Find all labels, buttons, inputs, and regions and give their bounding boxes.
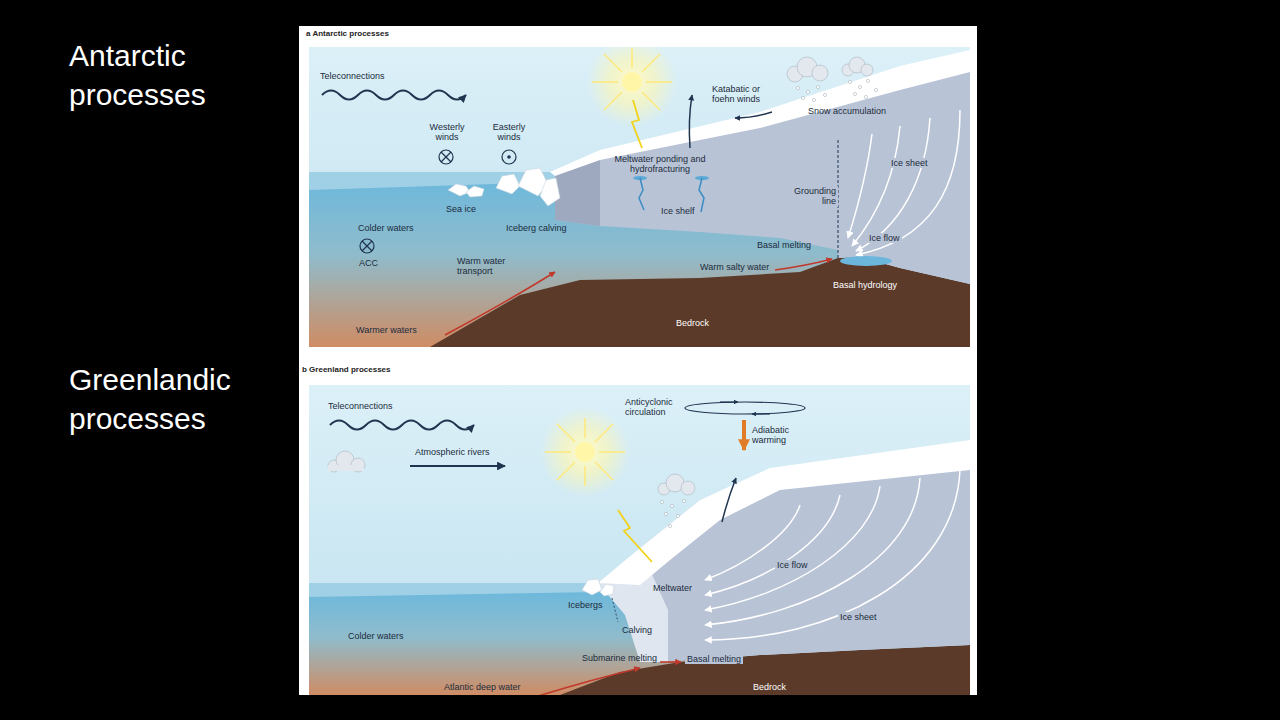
process-label: Iceberg calving bbox=[506, 223, 567, 233]
sun bbox=[587, 47, 677, 127]
basal-water bbox=[840, 256, 892, 266]
iceberg bbox=[496, 174, 520, 194]
process-label: Submarine melting bbox=[582, 653, 657, 663]
cloud bbox=[328, 451, 365, 472]
ice-flow-line bbox=[705, 478, 920, 625]
sun-glow bbox=[587, 47, 677, 127]
process-label: Meltwater ponding and hydrofracturing bbox=[612, 154, 708, 175]
ice-flow-line bbox=[856, 110, 960, 255]
adiabatic-arrow bbox=[742, 420, 746, 450]
bedrock-label: Bedrock bbox=[676, 318, 709, 328]
water-label: Colder waters bbox=[348, 631, 404, 641]
sun-disc bbox=[575, 442, 595, 462]
process-label: Katabatic or foehn winds bbox=[712, 84, 774, 105]
part-label: Grounding line bbox=[784, 186, 838, 207]
process-label: Snow accumulation bbox=[808, 106, 886, 116]
water-label: Colder waters bbox=[358, 223, 414, 233]
ocean-surface bbox=[309, 583, 600, 597]
teleconnection-wave bbox=[330, 421, 474, 430]
anticyclone-loop bbox=[685, 402, 805, 414]
process-label: Calving bbox=[622, 625, 652, 635]
water-label: Atlantic deep water bbox=[444, 682, 521, 692]
panel-title: a Antarctic processes bbox=[306, 29, 389, 38]
katabatic-arrow bbox=[735, 112, 772, 118]
cloud bbox=[787, 57, 873, 82]
process-label: Atmospheric rivers bbox=[415, 447, 490, 457]
current-label: ACC bbox=[359, 258, 378, 268]
sun-rays bbox=[545, 418, 625, 486]
ice-flow-line bbox=[705, 470, 960, 640]
snowfall bbox=[660, 499, 685, 527]
anticyclone-arrow bbox=[752, 413, 770, 414]
sky bbox=[309, 385, 970, 695]
process-label: Easterly winds bbox=[486, 122, 532, 143]
slide-heading: Antarctic processes bbox=[69, 36, 281, 114]
hydrofracture bbox=[639, 178, 644, 210]
upward-air-arrow bbox=[689, 95, 692, 148]
radiation-bolt bbox=[618, 510, 652, 562]
process-label: Anticyclonic circulation bbox=[625, 397, 681, 418]
sea-ice bbox=[466, 186, 484, 197]
cloud bbox=[658, 474, 695, 495]
part-label: Ice shelf bbox=[661, 206, 695, 216]
figure-panel bbox=[299, 26, 977, 695]
process-label: Teleconnections bbox=[320, 71, 385, 81]
part-label: Sea ice bbox=[446, 204, 476, 214]
atmospheric-river-arrow bbox=[410, 465, 505, 467]
process-label: Ice flow bbox=[775, 560, 810, 570]
ice-flow-line bbox=[856, 118, 930, 251]
process-label: Basal melting bbox=[757, 240, 811, 250]
bedrock-label: Bedrock bbox=[753, 682, 786, 692]
ice-flow-line bbox=[852, 126, 900, 246]
anticyclone-arrow bbox=[720, 401, 738, 402]
process-label: Basal hydrology bbox=[833, 280, 897, 290]
iceberg bbox=[600, 584, 614, 596]
sun bbox=[540, 407, 630, 497]
ice-flow-line bbox=[848, 134, 872, 238]
hydrofracture bbox=[699, 178, 704, 212]
process-label: Teleconnections bbox=[328, 401, 393, 411]
westerly-symbol bbox=[439, 150, 453, 164]
acc-symbol bbox=[360, 239, 374, 253]
warm-water-arrow bbox=[445, 272, 555, 335]
sea-ice bbox=[448, 184, 470, 196]
process-label: Warm water transport bbox=[457, 256, 517, 277]
iceberg bbox=[582, 579, 602, 595]
process-label: Ice flow bbox=[867, 233, 902, 243]
sun-rays bbox=[592, 48, 672, 110]
water-label: Warm salty water bbox=[700, 262, 769, 272]
deep-water-arrow bbox=[535, 668, 640, 695]
bedrock bbox=[430, 257, 970, 347]
greenland-panel bbox=[309, 385, 970, 695]
part-label: Ice sheet bbox=[889, 158, 930, 168]
slide-heading: Greenlandic processes bbox=[69, 360, 281, 438]
teleconnection-wave bbox=[322, 91, 466, 100]
process-label: Adiabatic warming bbox=[752, 425, 798, 446]
submarine-melt-arrow bbox=[660, 661, 681, 663]
panel-title: b Greenland processes bbox=[302, 365, 390, 374]
sun-glow bbox=[540, 407, 630, 497]
process-label: Basal melting bbox=[685, 654, 743, 664]
warm-water-arrow bbox=[775, 259, 832, 270]
ice-surface bbox=[598, 440, 970, 585]
snowfall bbox=[796, 79, 877, 101]
ice-flow-line bbox=[705, 486, 880, 610]
upward-air-arrow bbox=[722, 478, 736, 522]
easterly-symbol bbox=[502, 150, 516, 164]
process-label: Westerly winds bbox=[424, 122, 470, 143]
radiation-bolt bbox=[632, 100, 642, 148]
calving-line bbox=[612, 598, 618, 622]
water-label: Warmer waters bbox=[356, 325, 417, 335]
part-label: Ice sheet bbox=[838, 612, 879, 622]
process-label: Meltwater bbox=[653, 583, 692, 593]
sun-disc bbox=[622, 72, 642, 92]
part-label: Icebergs bbox=[568, 600, 603, 610]
iceberg bbox=[540, 178, 560, 206]
antarctic-panel bbox=[309, 47, 970, 347]
